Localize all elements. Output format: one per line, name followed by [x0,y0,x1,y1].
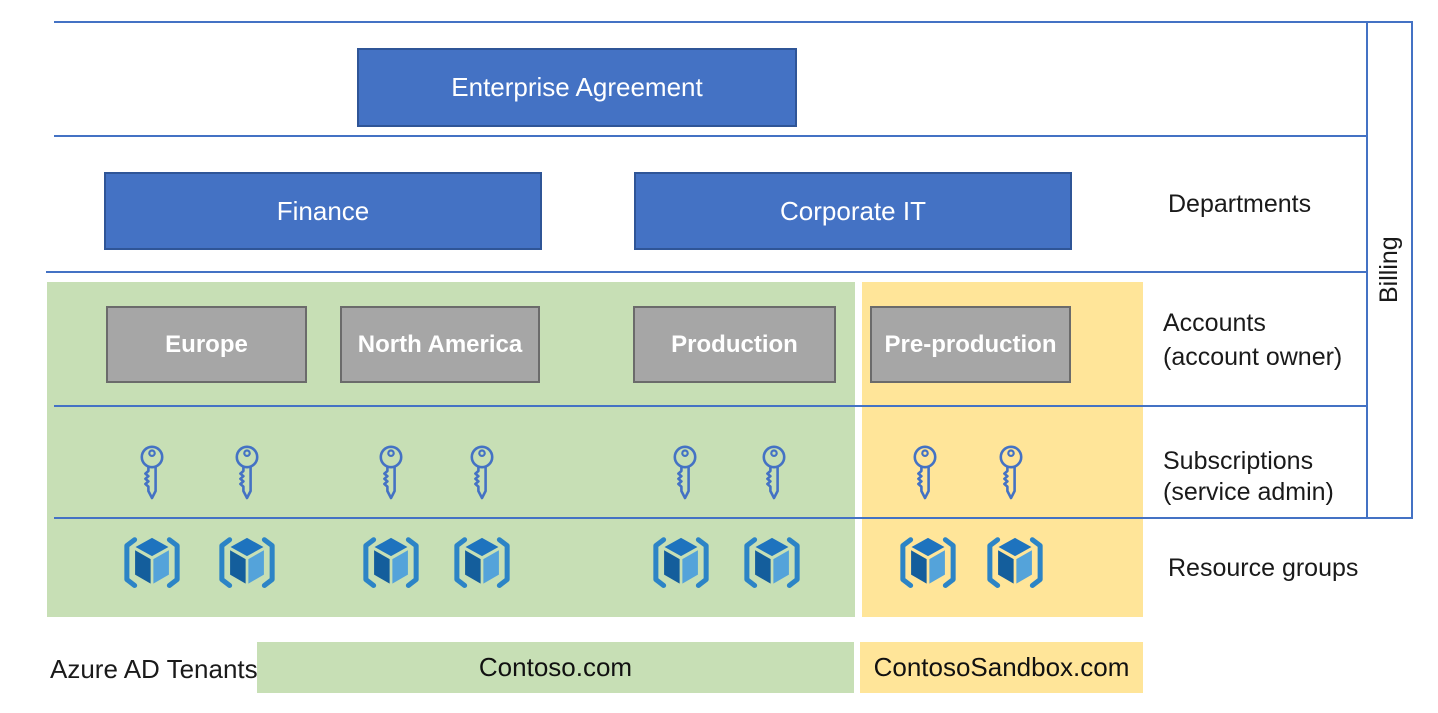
divider-departments-accounts [46,271,1367,273]
subscription-key-icon [908,444,942,506]
row-label-accounts-line2: (account owner) [1163,343,1343,371]
department-box-corporate-it: Corporate IT [634,172,1072,250]
row-label-accounts: Accounts (account owner) [1163,306,1342,374]
divider-subscriptions-resourcegroups [54,517,1413,519]
subscriptions-row-green [0,444,1438,501]
resource-group-icon [215,535,279,597]
resource-group-icon [450,535,514,597]
row-label-accounts-line1: Accounts [1163,309,1266,337]
divider-accounts-subscriptions [54,405,1367,407]
row-label-azure-ad-tenants: Azure AD Tenants [50,654,258,684]
sandbox-tenant-box [860,642,1143,693]
subscriptions-row-yellow [0,444,1438,501]
enterprise-agreement-box: Enterprise Agreement [357,48,797,127]
row-label-subscriptions: Subscriptions (service admin) [1163,446,1334,508]
subscription-key-icon [135,444,169,506]
resource-groups-row-green [0,535,1438,592]
resource-groups-row-yellow [0,535,1438,592]
billing-column-right-border [1411,21,1413,519]
resource-group-icon [120,535,184,597]
account-box-europe: Europe [106,306,307,383]
billing-column-left-border [1366,21,1368,519]
resource-group-icon [359,535,423,597]
row-label-departments: Departments [1168,190,1312,218]
subscription-key-icon [465,444,499,506]
resource-group-icon [649,535,713,597]
tenant-label-contoso: Contoso.com [478,652,633,682]
resource-group-icon [983,535,1047,597]
divider-ea-departments [54,135,1367,137]
subscription-key-icon [230,444,264,506]
subscription-key-icon [994,444,1028,506]
resource-group-icon [896,535,960,597]
subscription-key-icon [757,444,791,506]
row-label-subscriptions-line2: (service admin) [1163,478,1334,506]
row-label-subscriptions-line1: Subscriptions [1163,447,1314,475]
divider-top [54,21,1413,23]
subscription-key-icon [374,444,408,506]
row-label-resource-groups: Resource groups [1168,554,1359,582]
tenant-label-contoso-sandbox: ContosoSandbox.com [873,652,1130,682]
billing-label: Billing [1375,236,1403,304]
subscription-key-icon [668,444,702,506]
account-box-production: Production [633,306,836,383]
resource-group-icon [740,535,804,597]
contoso-tenant-box [257,642,854,693]
account-box-north-america: North America [340,306,540,383]
department-box-finance: Finance [104,172,542,250]
account-box-pre-production: Pre-production [870,306,1071,383]
